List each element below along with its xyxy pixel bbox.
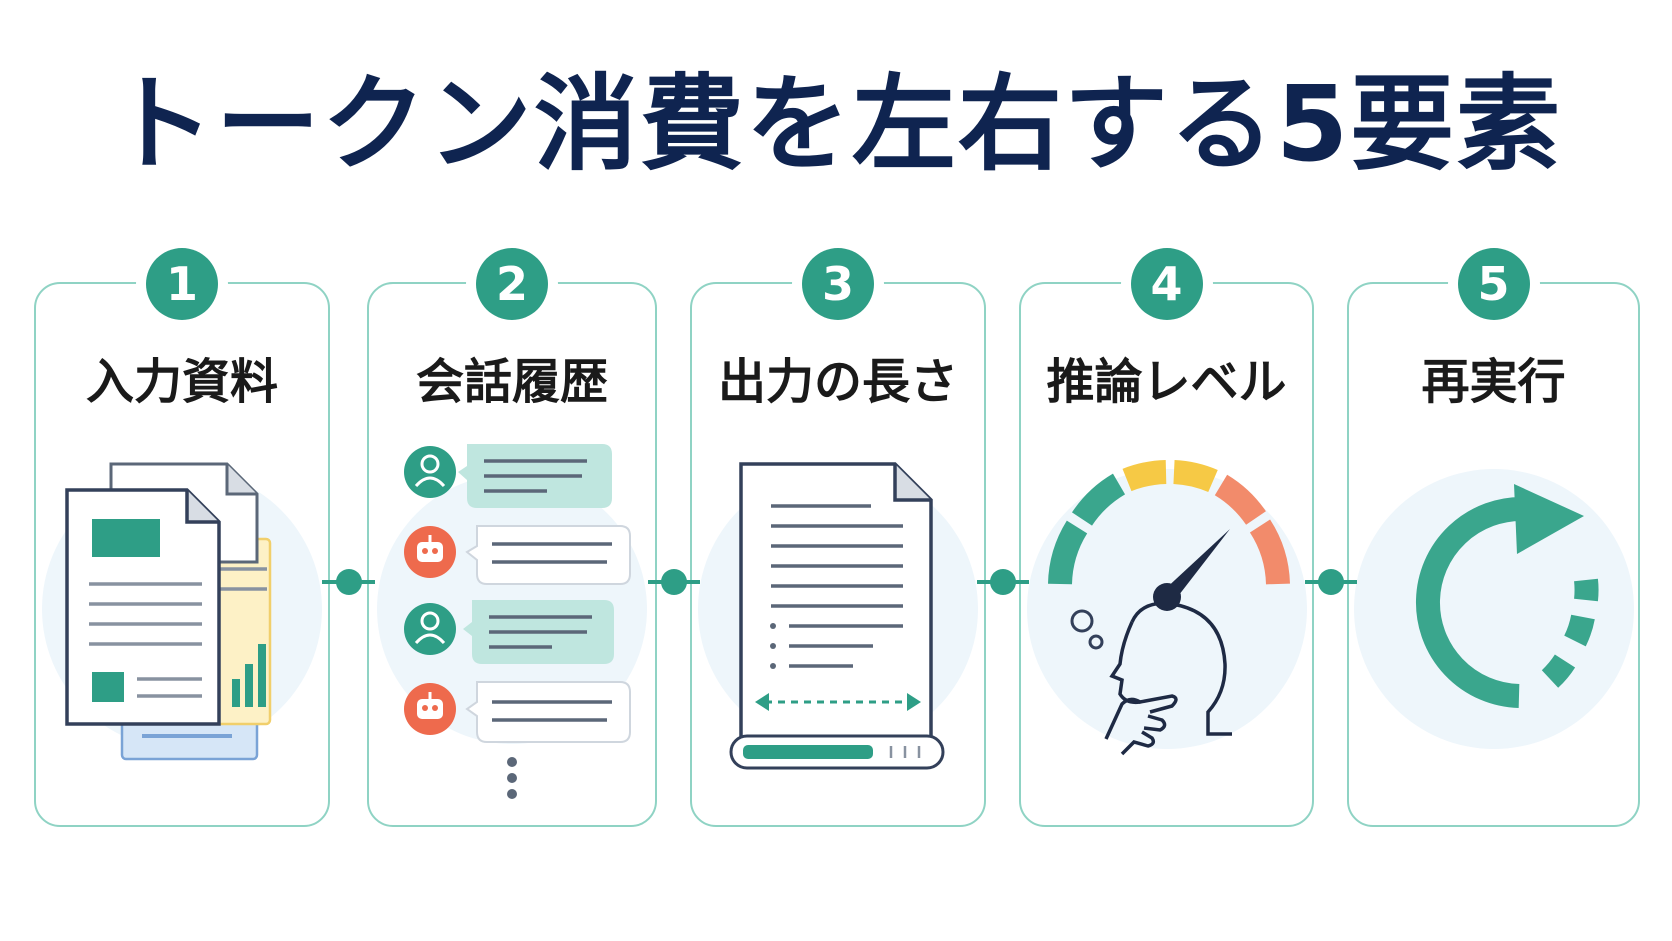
step-card-1: 1 入力資料 — [34, 248, 330, 827]
chat-history-icon — [372, 414, 652, 808]
connector — [1305, 569, 1357, 595]
connector — [648, 569, 700, 595]
connector-dot — [990, 569, 1016, 595]
step-label: 会話履歴 — [415, 354, 608, 410]
step-number-badge: 3 — [802, 248, 874, 320]
documents-icon — [37, 414, 327, 808]
connector-dot — [1318, 569, 1344, 595]
connector — [977, 569, 1029, 595]
rerun-icon — [1349, 414, 1639, 808]
page-title: トークン消費を左右する5要素 — [109, 63, 1563, 185]
step-card-4: 4 推論レベル — [1019, 248, 1314, 827]
step-number-badge: 1 — [146, 248, 218, 320]
connector-dot — [661, 569, 687, 595]
step-card-3: 3 出力の長さ — [690, 248, 986, 827]
step-label: 入力資料 — [85, 354, 278, 410]
connector-dot — [335, 569, 362, 595]
step-label: 出力の長さ — [717, 354, 958, 410]
connector — [322, 569, 375, 595]
step-label: 推論レベル — [1046, 354, 1287, 410]
output-length-icon — [693, 414, 983, 808]
step-number-badge: 2 — [476, 248, 548, 320]
step-card-2: 2 会話履歴 — [367, 248, 657, 827]
reasoning-gauge-icon — [1022, 414, 1312, 808]
step-label: 再実行 — [1421, 354, 1566, 410]
step-number-badge: 5 — [1457, 248, 1530, 320]
step-card-5: 5 再実行 — [1347, 248, 1640, 827]
step-number-badge: 4 — [1130, 248, 1203, 320]
